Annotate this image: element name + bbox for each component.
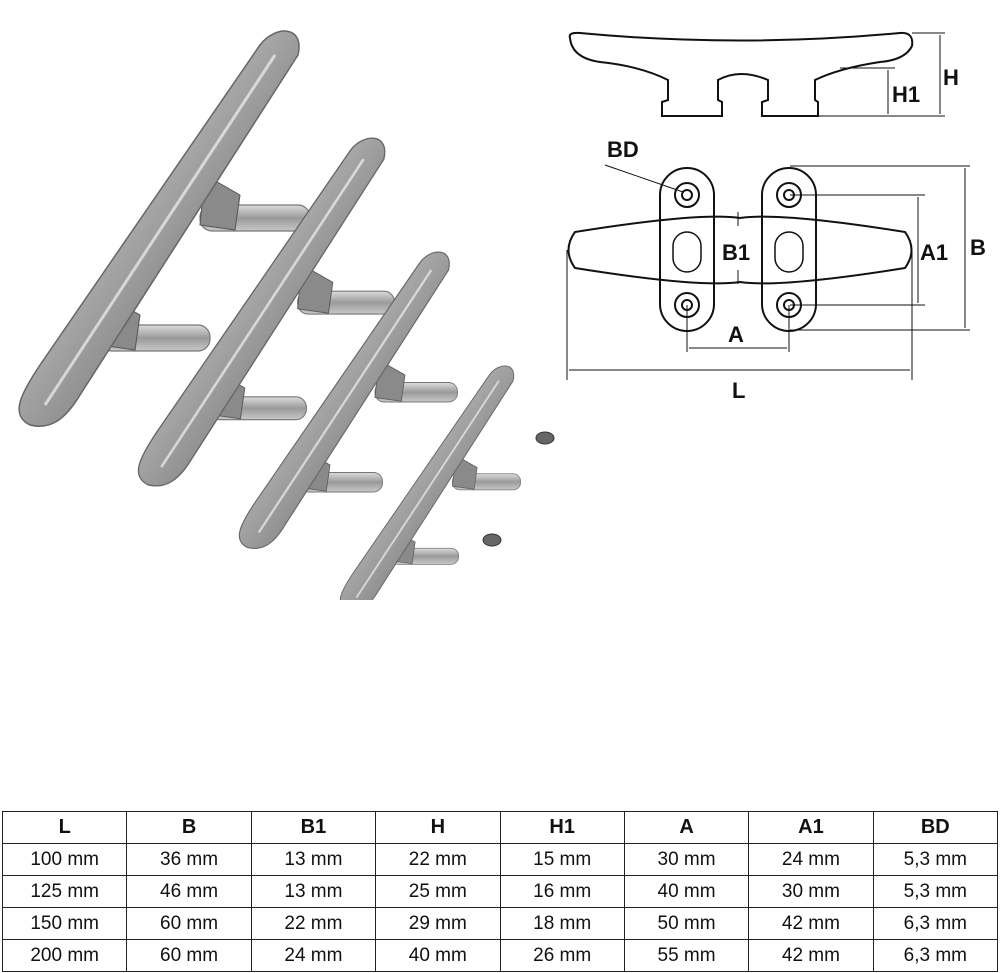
table-row: 125 mm 46 mm 13 mm 25 mm 16 mm 40 mm 30 …	[1, 875, 999, 908]
table-cell: 60 mm	[126, 907, 252, 940]
label-b1: B1	[722, 240, 750, 265]
table-cell: 22 mm	[375, 843, 501, 876]
table-cell: 40 mm	[623, 875, 750, 908]
table-cell: 6,3 mm	[872, 907, 999, 940]
table-cell: 6,3 mm	[872, 939, 999, 972]
dimension-drawing: H H1 BD B1 A1 B A L	[566, 31, 986, 403]
table-cell: 24 mm	[250, 939, 377, 972]
column-header: A	[623, 811, 750, 844]
label-a: A	[728, 322, 744, 347]
dimensions-table: L B B1 H H1 A A1 BD 100 mm 36 mm 13 mm 2…	[1, 811, 999, 972]
table-cell: 18 mm	[499, 907, 625, 940]
table-cell: 55 mm	[623, 939, 750, 972]
table-cell: 5,3 mm	[872, 875, 999, 908]
top-view-horn	[567, 215, 913, 285]
label-h: H	[943, 65, 959, 90]
table-cell: 125 mm	[1, 875, 128, 908]
cleats-product-photo	[17, 29, 555, 600]
table-cell: 60 mm	[126, 939, 252, 972]
column-header: B	[126, 811, 252, 844]
side-view-outline	[568, 31, 914, 117]
cleat-1	[17, 29, 312, 428]
table-cell: 29 mm	[375, 907, 501, 940]
table-cell: 30 mm	[623, 843, 750, 876]
column-header: H	[375, 811, 501, 844]
column-header: BD	[872, 811, 999, 844]
table-cell: 30 mm	[748, 875, 874, 908]
label-b: B	[970, 235, 986, 260]
table-cell: 150 mm	[1, 907, 128, 940]
column-header: L	[1, 811, 128, 844]
label-h1: H1	[892, 82, 920, 107]
column-header: B1	[250, 811, 377, 844]
table-cell: 100 mm	[1, 843, 128, 876]
table-cell: 36 mm	[126, 843, 252, 876]
table-cell: 22 mm	[250, 907, 377, 940]
table-cell: 24 mm	[748, 843, 874, 876]
table-cell: 46 mm	[126, 875, 252, 908]
table-cell: 42 mm	[748, 939, 874, 972]
table-row: 150 mm 60 mm 22 mm 29 mm 18 mm 50 mm 42 …	[1, 907, 999, 940]
column-header: H1	[499, 811, 625, 844]
label-l: L	[732, 378, 745, 403]
label-bd: BD	[607, 137, 639, 162]
label-a1: A1	[920, 240, 948, 265]
table-cell: 50 mm	[623, 907, 750, 940]
table-cell: 13 mm	[250, 843, 377, 876]
table-cell: 13 mm	[250, 875, 377, 908]
column-header: A1	[748, 811, 874, 844]
table-header-row: L B B1 H H1 A A1 BD	[1, 811, 999, 844]
table-cell: 42 mm	[748, 907, 874, 940]
table-cell: 26 mm	[499, 939, 625, 972]
mounting-hole	[482, 533, 502, 547]
table-cell: 16 mm	[499, 875, 625, 908]
table-cell: 15 mm	[499, 843, 625, 876]
table-cell: 40 mm	[375, 939, 501, 972]
table-cell: 25 mm	[375, 875, 501, 908]
mounting-hole	[535, 431, 555, 445]
table-cell: 200 mm	[1, 939, 128, 972]
table-row: 200 mm 60 mm 24 mm 40 mm 26 mm 55 mm 42 …	[1, 939, 999, 972]
table-cell: 5,3 mm	[872, 843, 999, 876]
table-row: 100 mm 36 mm 13 mm 22 mm 15 mm 30 mm 24 …	[1, 843, 999, 876]
